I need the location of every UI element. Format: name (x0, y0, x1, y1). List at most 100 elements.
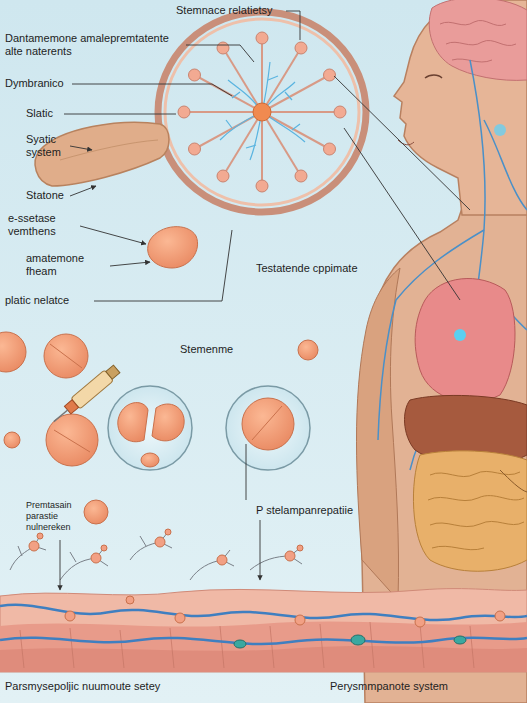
pill-tablets (84, 500, 108, 524)
tissue-band (175, 613, 185, 623)
neuron-wheel (261, 112, 263, 186)
neuron-wheel (295, 170, 307, 182)
tissue-band (20, 622, 474, 668)
leader-line (72, 84, 232, 96)
neuron-nodes (165, 529, 171, 535)
magnified-pills (226, 386, 310, 470)
neuron-cells (10, 532, 302, 580)
part-label: P stelampanrepatiie (256, 504, 353, 517)
part-label: Syatic system (26, 133, 70, 159)
pill-tablets (44, 334, 88, 378)
neuron-wheel (262, 75, 330, 112)
neuron-wheel (220, 62, 305, 160)
neuron-cells (190, 550, 234, 580)
part-label: Stemenme (180, 343, 233, 356)
magnified-pills (152, 404, 184, 441)
tissue-band (415, 617, 425, 627)
tissue-band (0, 638, 527, 644)
tissue-band (70, 628, 74, 668)
pill-tablets (4, 432, 20, 448)
part-label: platic nelatce (5, 294, 69, 307)
pill-tablets (148, 227, 198, 268)
tissue-band (0, 605, 527, 620)
neuron-wheel (262, 112, 301, 176)
tissue-band (470, 626, 474, 668)
neuron-cells (60, 548, 108, 580)
neuron-wheel (256, 32, 268, 44)
human-figure (500, 470, 527, 492)
human-figure (378, 60, 527, 470)
tissue-band (0, 646, 527, 672)
tissue-band (20, 630, 24, 668)
neuron-wheel (324, 143, 336, 155)
human-figure (428, 471, 524, 549)
part-label: Stemnace relatietsy (176, 4, 273, 17)
tissue-band (320, 624, 324, 668)
part-label: e-ssetase vemthens (8, 212, 80, 238)
syringe-symbol (71, 370, 114, 409)
human-figure (494, 124, 506, 136)
neuron-nodes (29, 541, 39, 551)
leader-line (286, 11, 300, 40)
neuron-wheel (158, 12, 366, 212)
neuron-wheel (189, 143, 201, 155)
human-figure (415, 279, 515, 402)
tissue-band (420, 624, 424, 668)
neuron-wheel (178, 106, 190, 118)
neuron-nodes (91, 553, 101, 563)
neuron-wheel (158, 12, 366, 212)
neuron-wheel (217, 170, 229, 182)
neuron-nodes (285, 551, 295, 561)
illustration (54, 430, 90, 452)
tissue-band (234, 635, 466, 648)
leader-line (246, 444, 247, 500)
leader-line (80, 226, 146, 244)
tissue-band (0, 589, 527, 672)
leader-line (60, 540, 61, 590)
tissue-band (495, 611, 505, 621)
human-figure (454, 329, 466, 341)
part-label: Testatende cppimate (256, 262, 358, 275)
tissue-band (65, 611, 75, 621)
neuron-wheel (324, 69, 336, 81)
tissue-band (270, 626, 274, 668)
magnified-pills (242, 398, 294, 450)
human-figure (484, 120, 527, 210)
tissue-band (126, 596, 134, 604)
pill-tablets (298, 340, 318, 360)
neuron-cells (130, 532, 172, 560)
neuron-nodes (155, 537, 165, 547)
neuron-nodes (217, 555, 227, 565)
neuron-cells (10, 536, 46, 570)
human-figure (440, 20, 516, 61)
syringe-symbol (106, 365, 120, 379)
leader-line (94, 230, 232, 301)
neuron-wheel (253, 103, 271, 121)
tissue-band (0, 621, 527, 672)
magnified-pills (118, 403, 148, 442)
part-label: Parsmysepoljic nuumoute setey (5, 680, 160, 693)
neuron-nodes (101, 545, 107, 551)
part-label: Slatic (26, 107, 53, 120)
tissue-band (120, 630, 124, 668)
tissue-band (0, 589, 527, 672)
tissue-band (454, 636, 466, 644)
leader-line (70, 146, 92, 150)
part-label: Premtasain parastie nulnereken (26, 500, 104, 533)
leader-line (344, 128, 460, 300)
part-label: Statone (26, 189, 64, 202)
neuron-wheel (184, 111, 262, 113)
magnified-pills (141, 453, 159, 467)
illustration (50, 344, 82, 368)
tissue-band (234, 640, 246, 648)
tissue-band (220, 626, 224, 668)
neuron-nodes (297, 545, 303, 551)
tissue-band (351, 635, 365, 645)
leader-line (110, 262, 150, 266)
part-label: amatemone fheam (26, 252, 108, 278)
magnified-pills (108, 386, 192, 470)
tissue-band (0, 605, 527, 644)
tissue-band (295, 615, 305, 625)
